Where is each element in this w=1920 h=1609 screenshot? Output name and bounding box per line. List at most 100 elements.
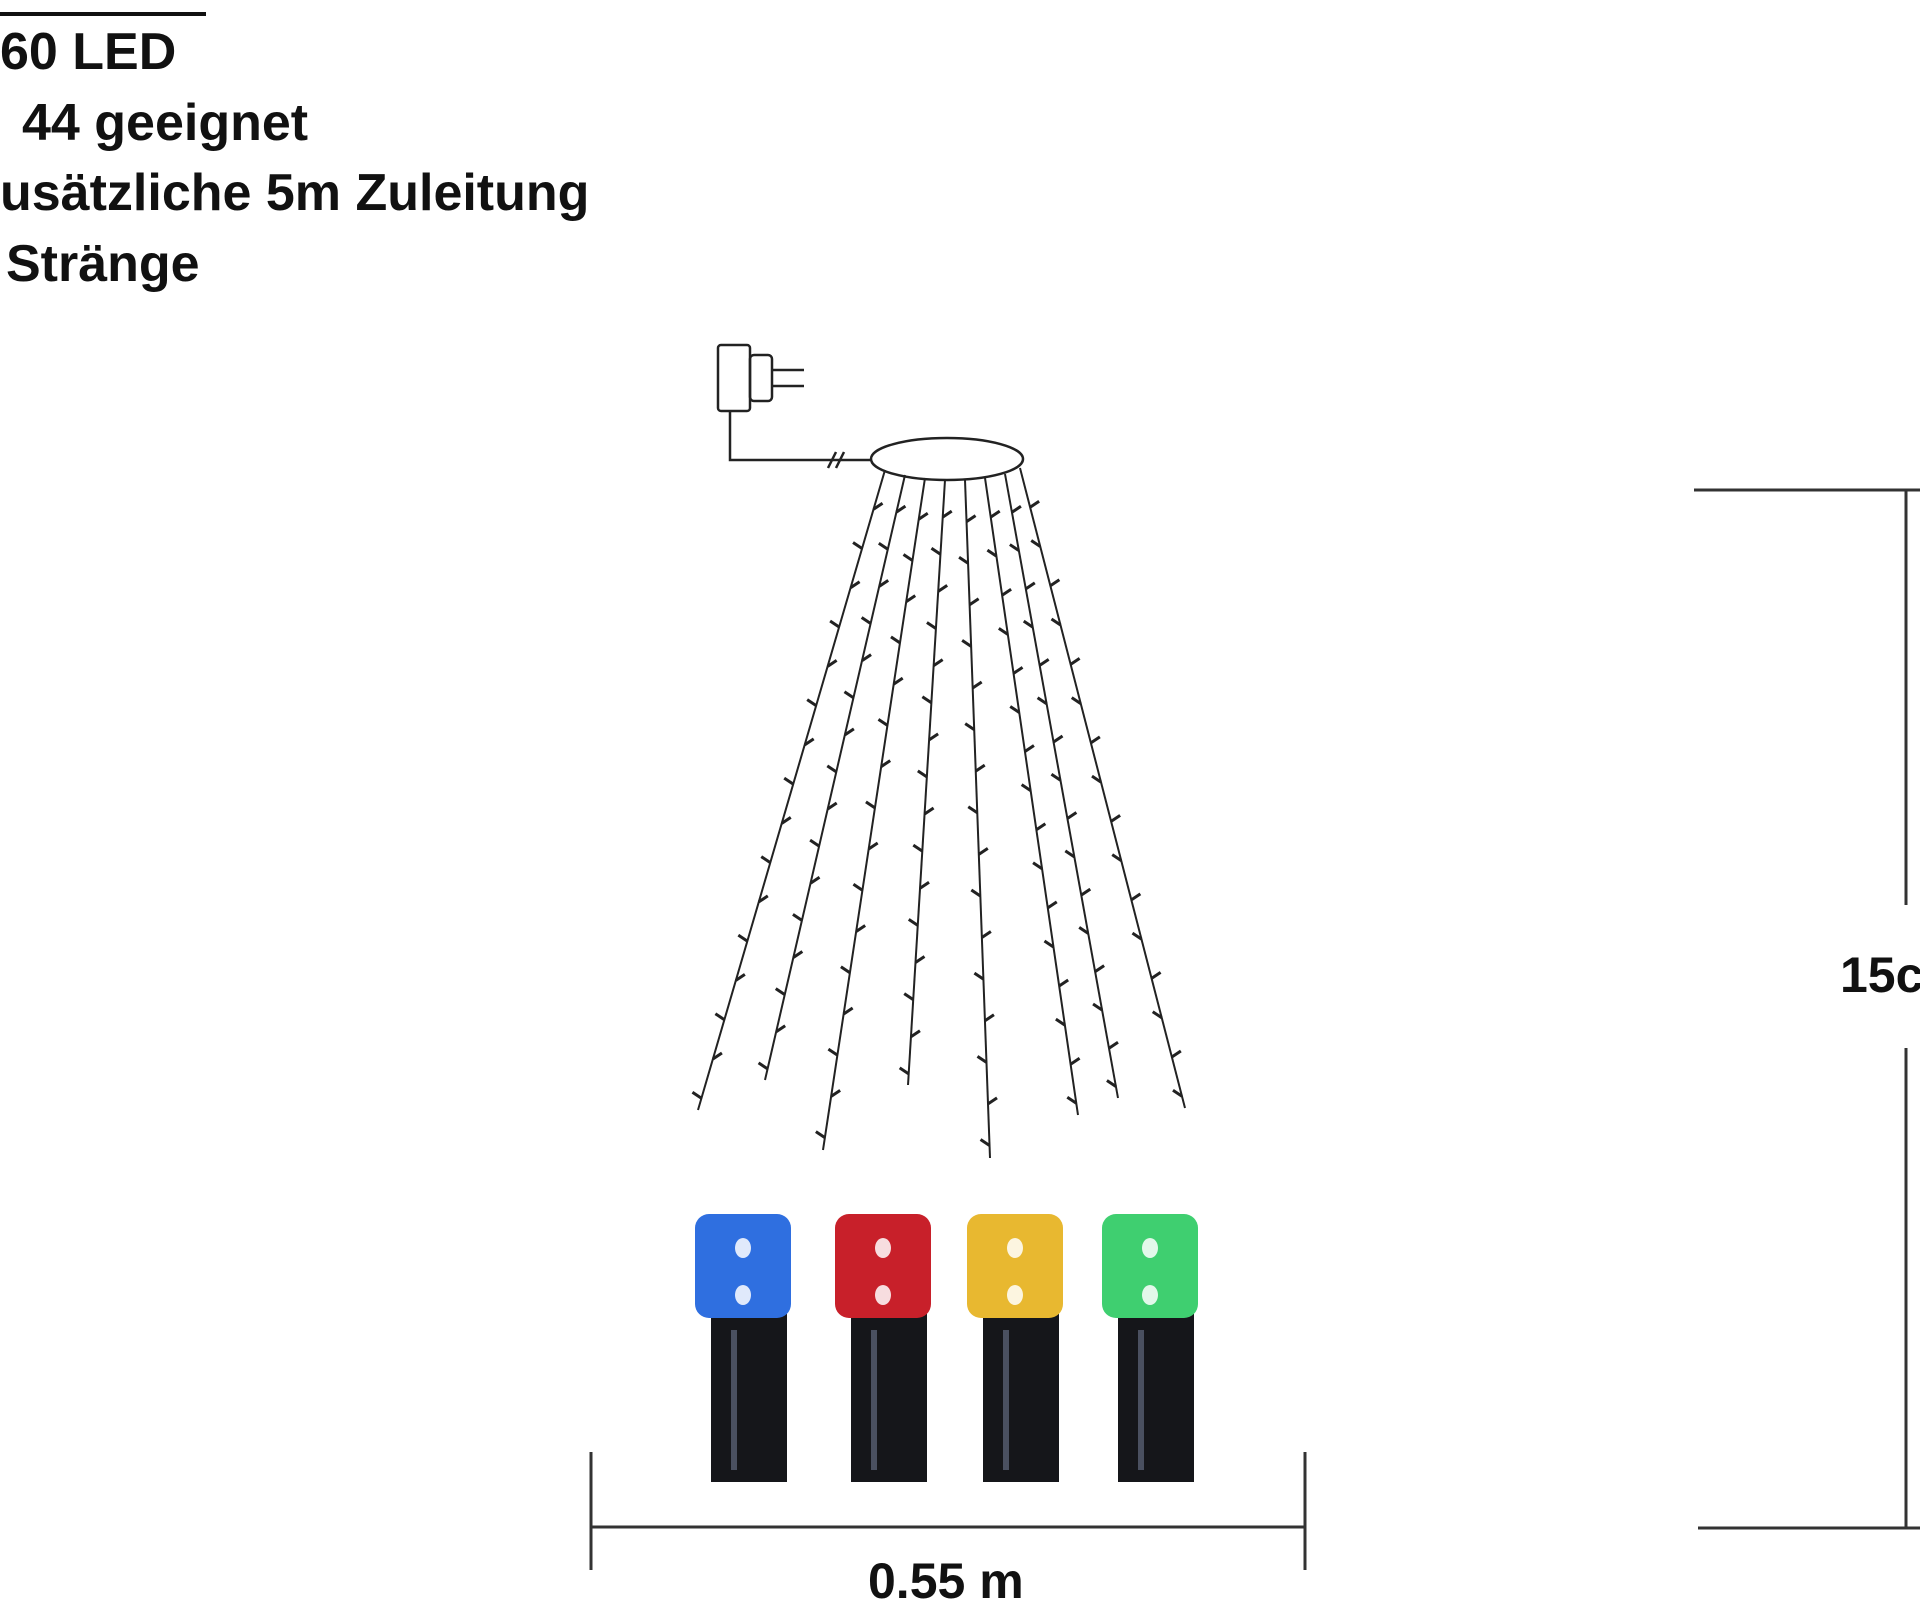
- led-strand: [1019, 467, 1186, 1109]
- led-mark: [1171, 1049, 1182, 1059]
- led-mark: [830, 1089, 841, 1098]
- led-mark: [757, 1061, 769, 1071]
- led-mark: [964, 722, 976, 731]
- led-mark: [1092, 1002, 1103, 1012]
- led-mark: [783, 776, 795, 786]
- led-mark: [905, 594, 917, 603]
- led-mark: [917, 769, 928, 779]
- led-mark: [926, 621, 937, 630]
- led-mark: [928, 732, 939, 742]
- led-mark: [757, 894, 769, 904]
- led-mark: [919, 881, 930, 890]
- led-strand: [898, 479, 953, 1086]
- led-mark: [843, 690, 855, 699]
- led-mark: [910, 1029, 921, 1038]
- led-mark: [877, 718, 889, 727]
- led-mark: [878, 579, 890, 588]
- led-mark: [826, 659, 838, 668]
- led-mark: [792, 913, 803, 922]
- led-mark: [1035, 822, 1047, 831]
- led-mark: [1150, 971, 1162, 980]
- led-mark: [970, 888, 982, 898]
- led-mark: [855, 924, 866, 933]
- led-mark: [1066, 1096, 1078, 1105]
- led-mark: [1046, 900, 1058, 910]
- led-mark: [1029, 500, 1040, 509]
- led-mark: [691, 1090, 703, 1100]
- led-mark: [806, 698, 817, 707]
- led-mark: [1172, 1088, 1183, 1098]
- light-chain-diagram: [589, 343, 1920, 1570]
- led-mark: [1036, 696, 1048, 705]
- led-bulb-red: [835, 1214, 931, 1482]
- led-mark: [898, 1066, 910, 1076]
- led-mark: [1058, 978, 1070, 988]
- led-mark: [712, 1051, 723, 1061]
- led-mark: [941, 509, 953, 519]
- led-mark: [1020, 783, 1032, 792]
- spec-ip-rating: 44 geeignet: [22, 94, 309, 152]
- led-mark: [849, 580, 861, 590]
- spec-supply-cable: usätzliche 5m Zuleitung: [0, 164, 590, 222]
- spec-strands: Stränge: [6, 235, 200, 293]
- led-mark: [1080, 887, 1092, 897]
- led-mark: [1050, 773, 1062, 782]
- led-mark: [803, 737, 815, 747]
- led-mark: [930, 546, 942, 556]
- led-mark: [989, 509, 1001, 519]
- led-mark: [1111, 853, 1123, 862]
- led-mark: [1108, 1040, 1119, 1050]
- heading-underline: [0, 12, 206, 16]
- led-mark: [1001, 587, 1012, 597]
- led-mark: [895, 504, 907, 514]
- spec-led-count: 60 LED: [0, 23, 177, 81]
- led-mark: [815, 1130, 826, 1139]
- led-mark: [974, 763, 986, 773]
- led-mark: [1069, 1056, 1081, 1066]
- led-mark: [976, 1055, 988, 1064]
- led-mark: [829, 619, 840, 629]
- led-mark: [1009, 705, 1021, 714]
- led-mark: [1049, 578, 1061, 588]
- led-mark: [958, 555, 969, 565]
- led-mark: [880, 759, 892, 768]
- led-mark: [1012, 666, 1024, 675]
- led-mark: [842, 1006, 854, 1016]
- led-mark: [1050, 617, 1062, 627]
- led-mark: [1151, 1010, 1163, 1019]
- led-mark: [890, 635, 901, 645]
- led-mark: [714, 1012, 726, 1021]
- led-mark: [809, 876, 821, 885]
- led-mark: [973, 971, 985, 981]
- led-mark: [907, 918, 919, 927]
- led-mark: [852, 541, 863, 550]
- led-bulb-green: [1102, 1214, 1198, 1482]
- led-mark: [1064, 849, 1076, 859]
- led-mark: [1090, 735, 1101, 745]
- led-mark: [902, 553, 914, 562]
- led-mark: [923, 806, 935, 816]
- led-strand: [1004, 473, 1119, 1099]
- led-mark: [792, 950, 804, 959]
- led-mark: [1024, 744, 1035, 753]
- led-mark: [903, 992, 915, 1001]
- width-label: 0.55 m: [868, 1553, 1024, 1609]
- led-mark: [760, 855, 772, 864]
- led-mark: [844, 727, 855, 737]
- led-mark: [1069, 657, 1081, 666]
- led-mark: [1032, 861, 1043, 871]
- led-mark: [921, 695, 933, 704]
- led-mark: [1043, 939, 1055, 949]
- led-mark: [917, 511, 929, 521]
- led-mark: [961, 639, 972, 648]
- led-mark: [865, 800, 876, 810]
- led-strand: [815, 477, 929, 1151]
- led-mark: [1094, 964, 1105, 973]
- led-mark: [981, 930, 992, 939]
- led-mark: [852, 883, 864, 892]
- led-mark: [1038, 658, 1050, 667]
- top-ring: [869, 436, 1025, 482]
- led-mark: [809, 838, 820, 848]
- led-mark: [967, 805, 979, 815]
- led-strand: [691, 469, 886, 1111]
